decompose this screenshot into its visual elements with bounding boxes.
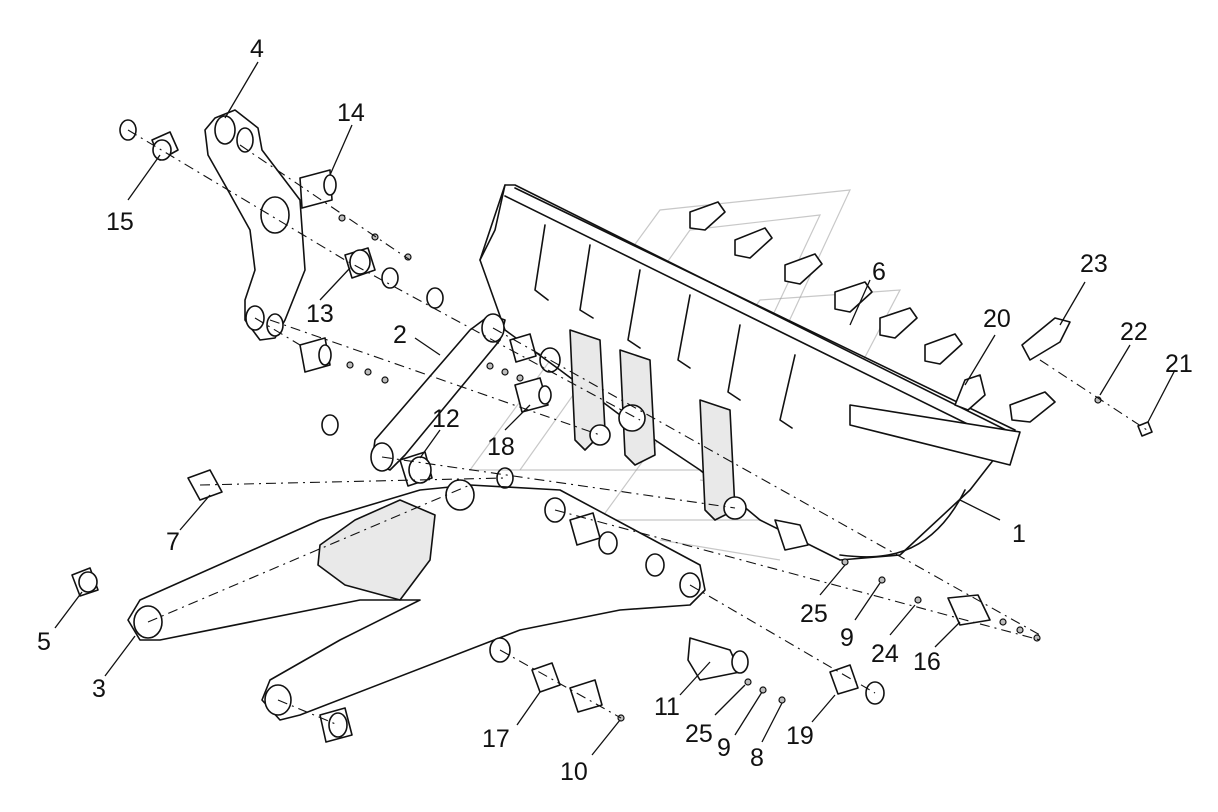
tilt-link xyxy=(370,313,506,472)
callout-2: 2 xyxy=(393,321,407,349)
callout-9-upper: 9 xyxy=(840,624,854,652)
callout-14: 14 xyxy=(337,99,365,127)
callout-23: 23 xyxy=(1080,250,1108,278)
callout-4: 4 xyxy=(250,35,264,63)
hardware-parts xyxy=(71,119,1153,743)
callout-11: 11 xyxy=(654,693,680,721)
loader-arm xyxy=(127,479,706,721)
callout-7: 7 xyxy=(166,528,180,556)
callout-22: 22 xyxy=(1120,318,1148,346)
bellcrank-link xyxy=(204,109,306,341)
callout-25-upper: 25 xyxy=(800,600,828,628)
callout-13: 13 xyxy=(306,300,334,328)
callout-labels: 1 2 3 4 5 6 7 8 9 9 10 11 12 13 14 15 16… xyxy=(37,35,1193,786)
callout-1: 1 xyxy=(1012,520,1026,548)
callout-17: 17 xyxy=(482,725,510,753)
callout-19: 19 xyxy=(786,722,814,750)
callout-9-lower: 9 xyxy=(717,734,731,762)
callout-5: 5 xyxy=(37,628,51,656)
callout-21: 21 xyxy=(1165,350,1193,378)
callout-6: 6 xyxy=(872,258,886,286)
bucket xyxy=(479,184,1021,561)
callout-24: 24 xyxy=(871,640,899,668)
assembly-centerlines xyxy=(127,129,1151,726)
bucket-teeth xyxy=(689,201,1071,423)
callout-10: 10 xyxy=(560,758,588,786)
callout-25-lower: 25 xyxy=(685,720,713,748)
callout-18: 18 xyxy=(487,433,515,461)
callout-20: 20 xyxy=(983,305,1011,333)
callout-15: 15 xyxy=(106,208,134,236)
callout-12: 12 xyxy=(432,405,460,433)
callout-3: 3 xyxy=(92,675,106,703)
callout-16: 16 xyxy=(913,648,941,676)
callout-8: 8 xyxy=(750,744,764,772)
callout-leaders xyxy=(54,61,1176,756)
